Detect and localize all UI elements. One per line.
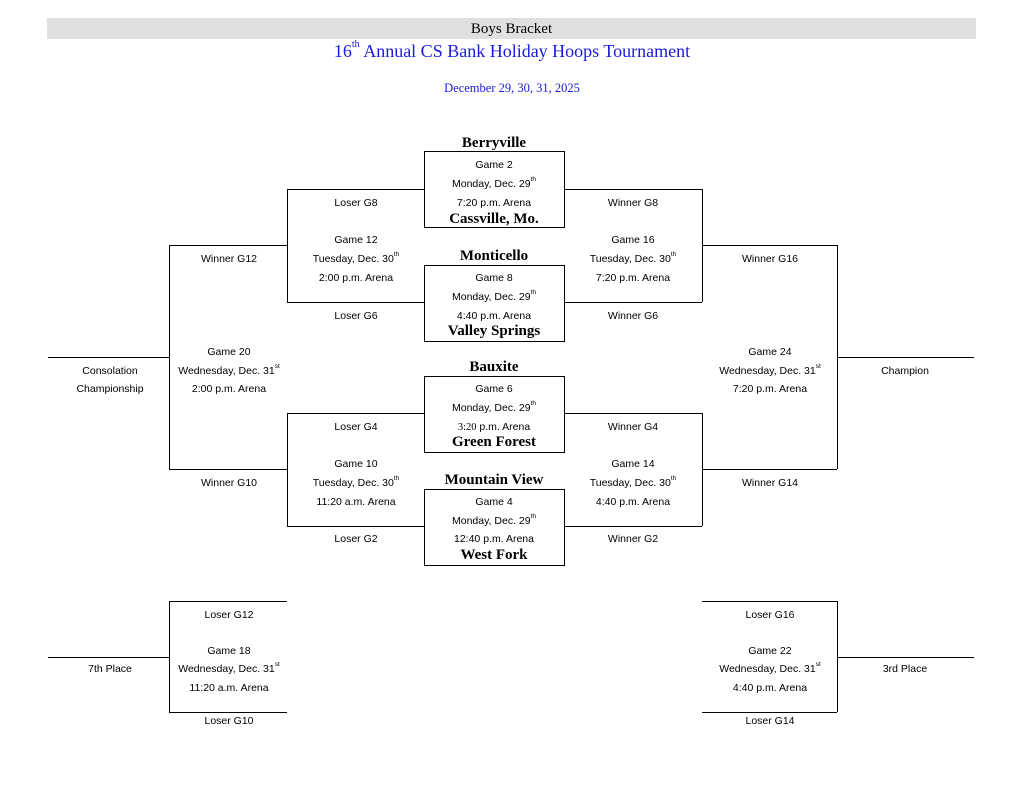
- connector-line: [169, 469, 287, 470]
- game-8-box: [424, 265, 565, 342]
- loser-g8-label: Loser G8: [334, 197, 378, 209]
- winner-g4-label: Winner G4: [607, 421, 659, 433]
- connector-line: [287, 413, 425, 414]
- third-place-label: 3rd Place: [882, 663, 928, 675]
- game-14-number: Game 14: [611, 458, 655, 470]
- game-22-number: Game 22: [748, 645, 792, 657]
- team-green-forest: Green Forest: [451, 434, 536, 450]
- team-monticello: Monticello: [459, 248, 529, 264]
- loser-g2-label: Loser G2: [334, 533, 378, 545]
- game-6-box: [424, 376, 565, 453]
- connector-line: [48, 357, 169, 358]
- game-12-time: 2:00 p.m. Arena: [318, 272, 394, 284]
- connector-line: [287, 526, 425, 527]
- connector-line: [564, 413, 702, 414]
- connector-line: [169, 601, 287, 602]
- game-8-number: Game 8: [475, 272, 513, 284]
- game-14-time: 4:40 p.m. Arena: [595, 496, 671, 508]
- loser-g6-label: Loser G6: [334, 310, 378, 322]
- game-24-time: 7:20 p.m. Arena: [732, 383, 808, 395]
- connector-line: [702, 712, 837, 713]
- game-8-time: 4:40 p.m. Arena: [456, 310, 532, 322]
- game-22-date: Wednesday, Dec. 31st: [719, 661, 821, 675]
- championship-label: Championship: [76, 383, 144, 395]
- connector-line: [564, 189, 702, 190]
- winner-g14-label: Winner G14: [741, 477, 799, 489]
- team-mountain-view: Mountain View: [444, 472, 544, 488]
- game-2-time: 7:20 p.m. Arena: [456, 197, 532, 209]
- connector-line: [287, 302, 425, 303]
- game-22-time: 4:40 p.m. Arena: [732, 682, 808, 694]
- team-valley-springs: Valley Springs: [447, 323, 541, 339]
- seventh-place-label: 7th Place: [88, 663, 132, 675]
- connector-line: [169, 245, 170, 469]
- game-16-number: Game 16: [611, 234, 655, 246]
- team-west-fork: West Fork: [460, 547, 528, 563]
- winner-g6-label: Winner G6: [607, 310, 659, 322]
- winner-g16-label: Winner G16: [741, 253, 799, 265]
- loser-g12-label: Loser G12: [204, 609, 254, 621]
- loser-g10-label: Loser G10: [204, 715, 254, 727]
- game-10-number: Game 10: [334, 458, 378, 470]
- game-4-time: 12:40 p.m. Arena: [454, 533, 534, 545]
- team-cassville: Cassville, Mo.: [449, 211, 539, 227]
- tournament-dates: December 29, 30, 31, 2025: [444, 81, 580, 95]
- connector-line: [287, 413, 288, 526]
- winner-g8-label: Winner G8: [607, 197, 659, 209]
- game-18-number: Game 18: [207, 645, 251, 657]
- loser-g4-label: Loser G4: [334, 421, 378, 433]
- connector-line: [837, 601, 838, 712]
- game-16-time: 7:20 p.m. Arena: [595, 272, 671, 284]
- game-12-date: Tuesday, Dec. 30th: [312, 251, 400, 265]
- game-6-number: Game 6: [475, 383, 513, 395]
- team-bauxite: Bauxite: [469, 359, 519, 375]
- connector-line: [837, 357, 974, 358]
- connector-line: [564, 302, 702, 303]
- game-4-date: Monday, Dec. 29th: [451, 513, 537, 527]
- winner-g12-label: Winner G12: [200, 253, 258, 265]
- bracket-banner: Boys Bracket: [47, 18, 976, 39]
- game-24-number: Game 24: [748, 346, 792, 358]
- connector-line: [287, 189, 288, 302]
- game-14-date: Tuesday, Dec. 30th: [589, 475, 677, 489]
- connector-line: [169, 245, 287, 246]
- loser-g16-label: Loser G16: [745, 609, 795, 621]
- game-20-date: Wednesday, Dec. 31st: [178, 363, 280, 377]
- consolation-label: Consolation: [82, 365, 138, 377]
- connector-line: [837, 657, 974, 658]
- game-10-date: Tuesday, Dec. 30th: [312, 475, 400, 489]
- connector-line: [169, 601, 170, 712]
- game-4-box: [424, 489, 565, 566]
- game-20-number: Game 20: [207, 346, 251, 358]
- connector-line: [287, 189, 425, 190]
- game-4-number: Game 4: [475, 496, 513, 508]
- winner-g2-label: Winner G2: [607, 533, 659, 545]
- game-10-time: 11:20 a.m. Arena: [316, 496, 396, 508]
- game-2-number: Game 2: [475, 159, 513, 171]
- page-title: 16th Annual CS Bank Holiday Hoops Tourna…: [333, 39, 691, 61]
- game-24-date: Wednesday, Dec. 31st: [719, 363, 821, 377]
- team-berryville: Berryville: [461, 135, 527, 151]
- connector-line: [48, 657, 169, 658]
- game-6-time: 3:20 p.m. Arena: [457, 421, 531, 433]
- game-8-date: Monday, Dec. 29th: [451, 289, 537, 303]
- connector-line: [169, 712, 287, 713]
- champion-label: Champion: [881, 365, 929, 377]
- game-2-date: Monday, Dec. 29th: [451, 176, 537, 190]
- game-18-date: Wednesday, Dec. 31st: [178, 661, 280, 675]
- connector-line: [702, 469, 837, 470]
- connector-line: [564, 526, 702, 527]
- game-20-time: 2:00 p.m. Arena: [191, 383, 267, 395]
- game-18-time: 11:20 a.m. Arena: [189, 682, 269, 694]
- game-6-date: Monday, Dec. 29th: [451, 400, 537, 414]
- game-16-date: Tuesday, Dec. 30th: [589, 251, 677, 265]
- loser-g14-label: Loser G14: [745, 715, 795, 727]
- connector-line: [702, 245, 837, 246]
- connector-line: [702, 601, 837, 602]
- game-12-number: Game 12: [334, 234, 378, 246]
- winner-g10-label: Winner G10: [200, 477, 258, 489]
